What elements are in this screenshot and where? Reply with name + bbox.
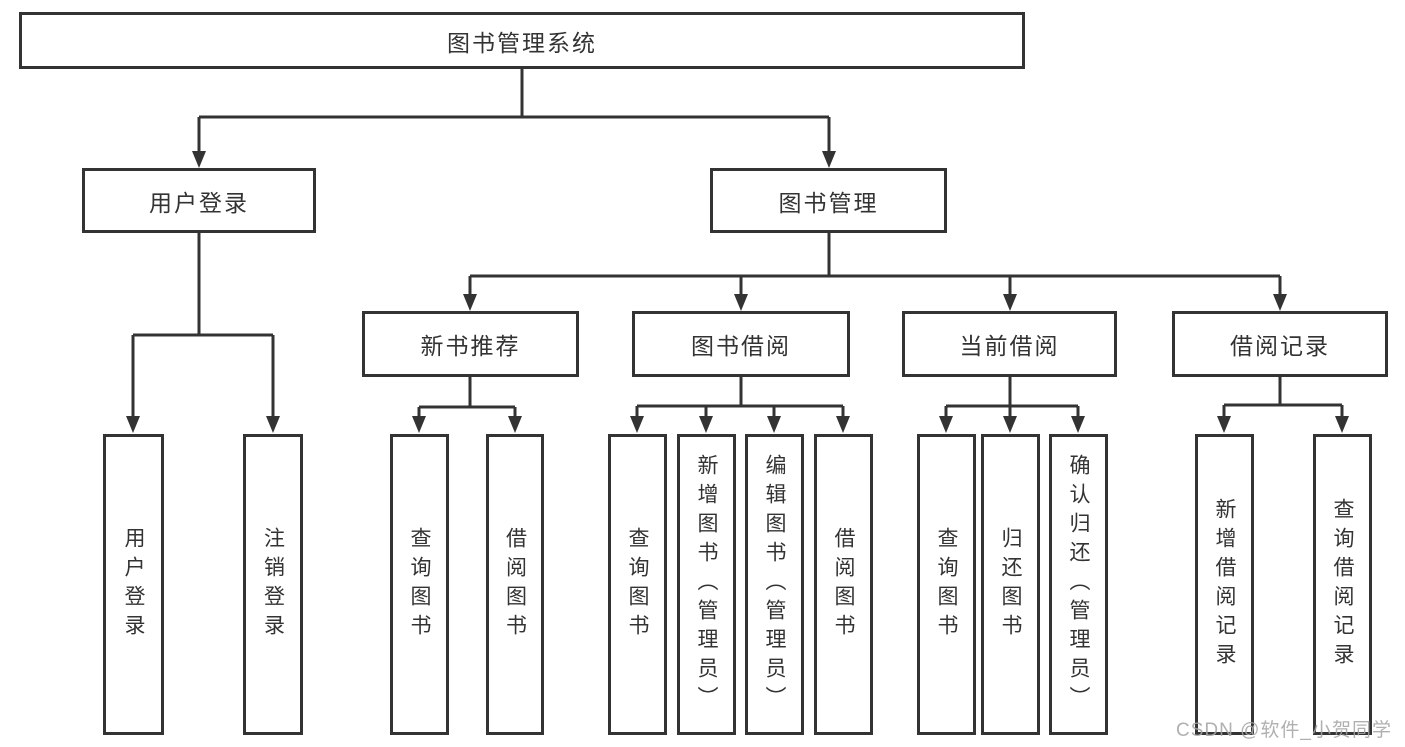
node-system-root-label: 图书管理系统 — [447, 29, 597, 56]
connector-current-borrow-branch — [939, 377, 1085, 433]
node-user-login: 用户登录 — [82, 168, 316, 233]
connector-borrow-record-branch — [1217, 377, 1349, 433]
leaf-br-add-record-label: 新增借阅记录 — [1213, 497, 1236, 672]
node-book-management-label: 图书管理 — [778, 189, 879, 216]
leaf-cb-query-book-label: 查询图书 — [935, 526, 958, 643]
leaf-nb-query-book-label: 查询图书 — [408, 526, 431, 643]
node-borrow-record: 借阅记录 — [1172, 311, 1388, 377]
leaf-br-query-record-label: 查询借阅记录 — [1331, 497, 1354, 672]
leaf-bb-edit-book-admin-label: 编辑图书（管理员） — [763, 454, 786, 715]
node-new-book-recommend-label: 新书推荐 — [420, 333, 521, 359]
leaf-nb-borrow-book-label: 借阅图书 — [503, 526, 527, 643]
connector-new-book-branch — [412, 377, 522, 433]
leaf-nb-query-book: 查询图书 — [390, 434, 449, 735]
leaf-bb-borrow-book-label: 借阅图书 — [832, 526, 855, 643]
node-new-book-recommend: 新书推荐 — [362, 311, 579, 377]
leaf-bb-add-book-admin-label: 新增图书（管理员） — [695, 454, 718, 715]
leaf-bb-add-book-admin: 新增图书（管理员） — [677, 434, 736, 735]
node-book-borrow-label: 图书借阅 — [691, 333, 791, 359]
leaf-br-query-record: 查询借阅记录 — [1313, 434, 1372, 735]
leaf-bb-edit-book-admin: 编辑图书（管理员） — [745, 434, 804, 735]
leaf-cb-return-book: 归还图书 — [981, 434, 1040, 735]
node-current-borrow-label: 当前借阅 — [959, 333, 1060, 359]
node-book-management: 图书管理 — [710, 168, 947, 233]
leaf-cb-confirm-return-admin-label: 确认归还（管理员） — [1067, 454, 1090, 715]
leaf-user-login-label: 用户登录 — [122, 526, 145, 643]
node-system-root: 图书管理系统 — [19, 12, 1025, 69]
leaf-cb-confirm-return-admin: 确认归还（管理员） — [1049, 434, 1108, 735]
connector-book-management-branch — [463, 232, 1287, 311]
leaf-cb-return-book-label: 归还图书 — [999, 526, 1022, 643]
node-book-borrow: 图书借阅 — [632, 311, 850, 377]
node-borrow-record-label: 借阅记录 — [1230, 333, 1330, 359]
node-user-login-label: 用户登录 — [149, 189, 249, 216]
leaf-cb-query-book: 查询图书 — [917, 434, 976, 735]
leaf-logout: 注销登录 — [243, 434, 303, 735]
leaf-br-add-record: 新增借阅记录 — [1195, 434, 1254, 735]
connector-book-borrow-branch — [630, 377, 850, 433]
leaf-bb-query-book-label: 查询图书 — [626, 526, 649, 643]
connector-user-login-branch — [126, 232, 280, 433]
leaf-user-login: 用户登录 — [103, 434, 164, 735]
leaf-logout-label: 注销登录 — [261, 526, 285, 643]
csdn-watermark: CSDN @软件_小贺同学 — [1176, 720, 1392, 741]
leaf-nb-borrow-book: 借阅图书 — [486, 434, 544, 735]
leaf-bb-borrow-book: 借阅图书 — [814, 434, 873, 735]
leaf-bb-query-book: 查询图书 — [608, 434, 667, 735]
connector-root-to-level2 — [192, 68, 836, 168]
node-current-borrow: 当前借阅 — [902, 311, 1117, 377]
